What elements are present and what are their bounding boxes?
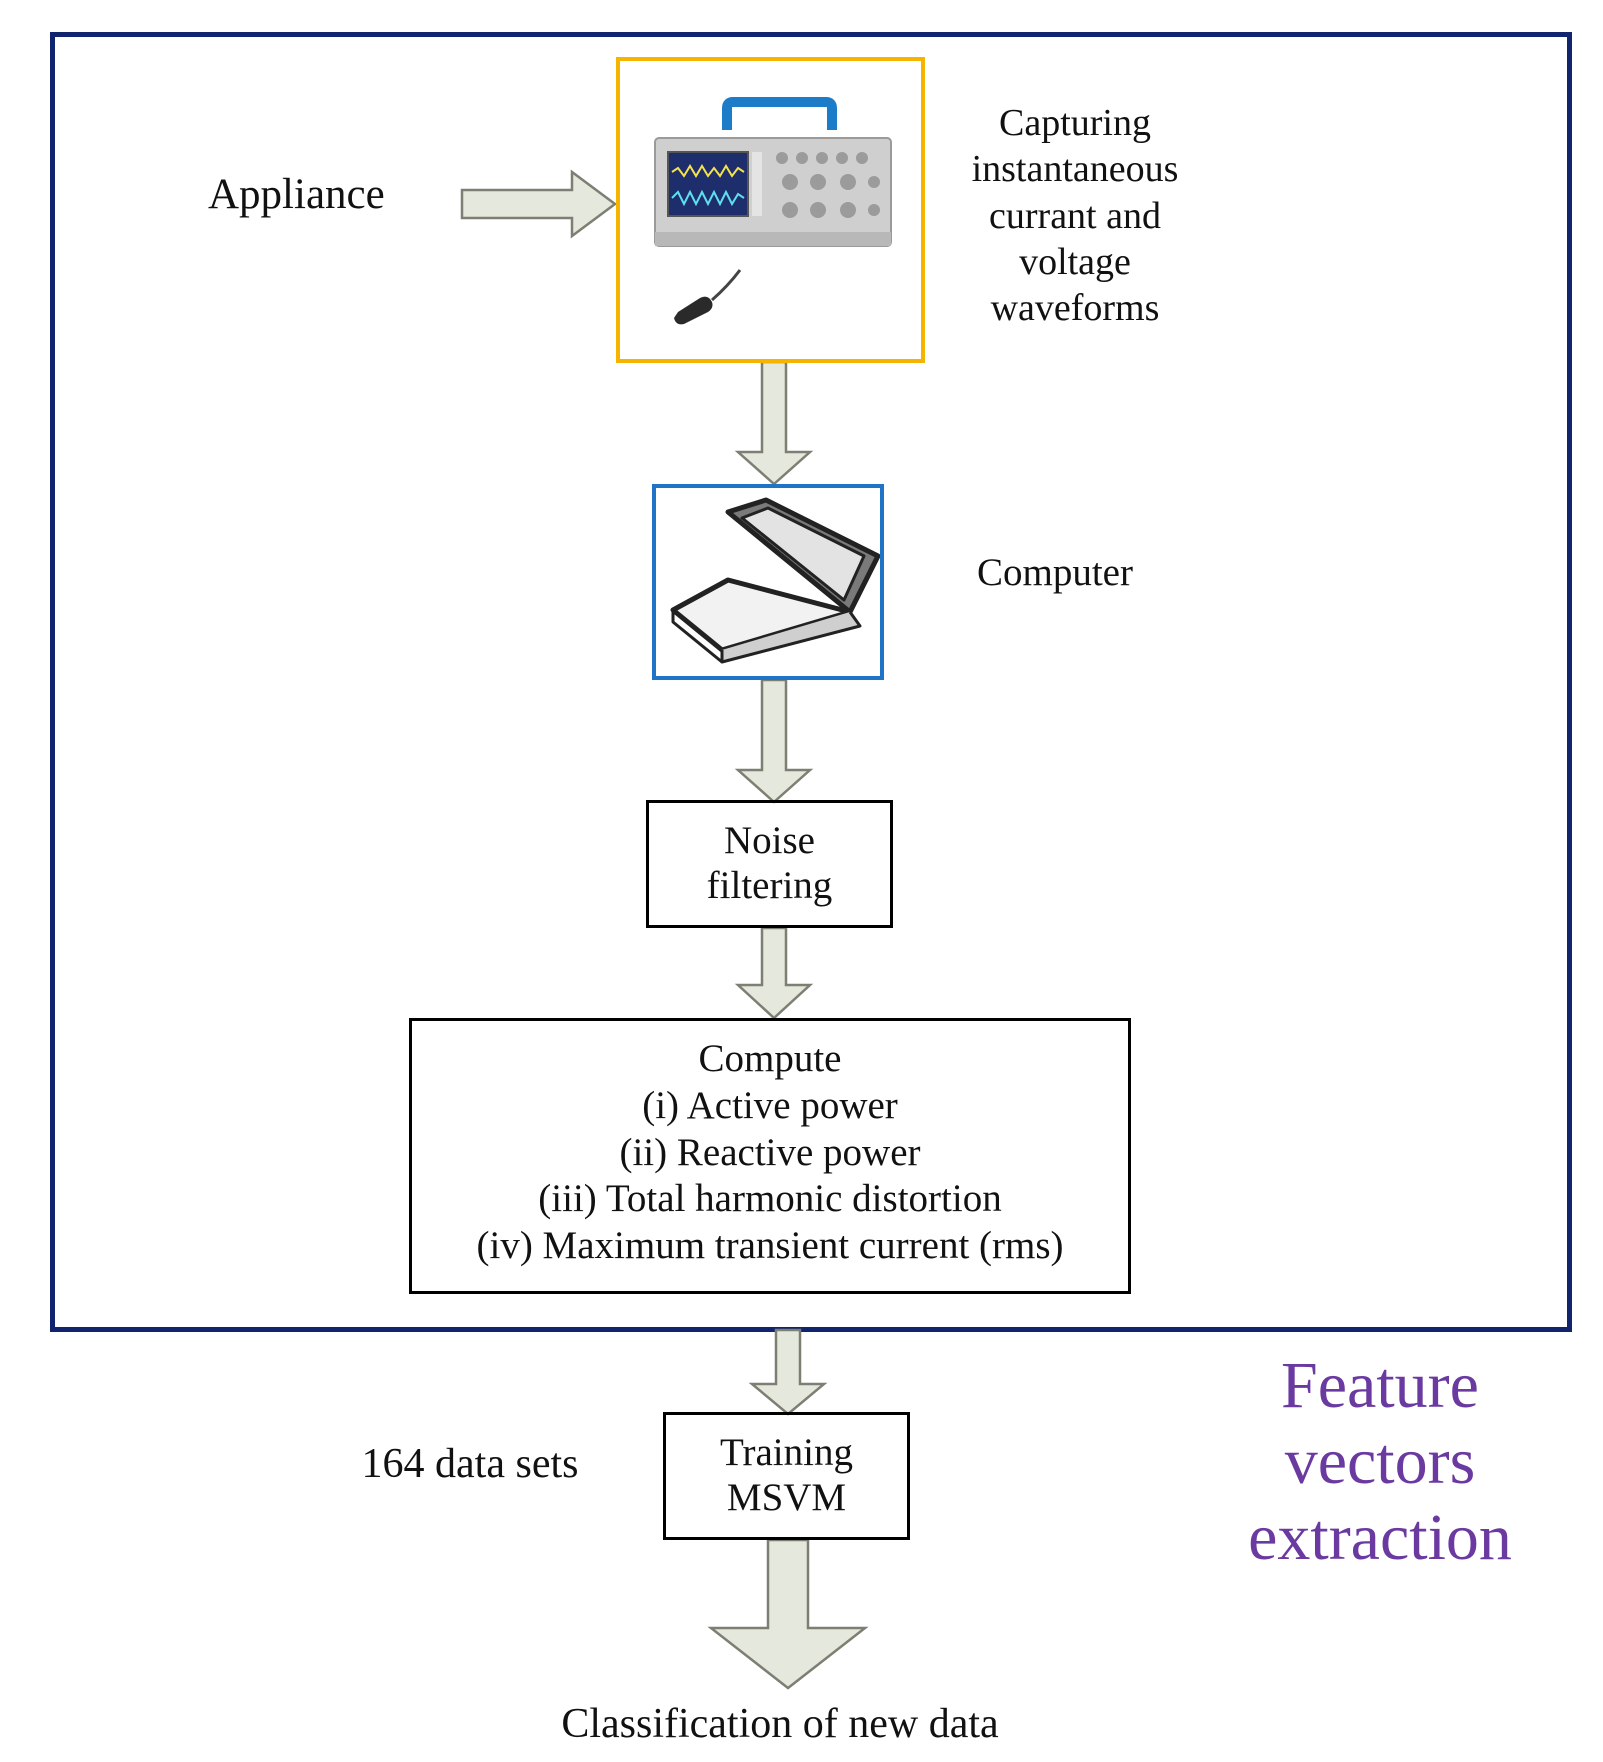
feature-extraction-frame xyxy=(50,32,1572,1332)
noise-filtering-label: Noise filtering xyxy=(706,819,833,908)
classification-label: Classification of new data xyxy=(561,1701,999,1747)
compute-item: (iv) Maximum transient current (rms) xyxy=(476,1224,1064,1268)
oscilloscope-icon xyxy=(654,97,892,325)
feature-extraction-label: Feature vectors extraction xyxy=(1248,1349,1512,1574)
computer-label: Computer xyxy=(977,551,1133,594)
datasets-label: 164 data sets xyxy=(361,1441,579,1487)
oscilloscope-box xyxy=(616,57,925,363)
arrow-training-to-classification xyxy=(707,1538,869,1690)
laptop-icon xyxy=(670,497,881,664)
computer-box xyxy=(652,484,884,680)
noise-filtering-box xyxy=(646,800,893,928)
appliance-label: Appliance xyxy=(208,171,385,218)
arrow-noise-to-compute xyxy=(734,926,814,1020)
arrow-compute-to-training xyxy=(748,1328,828,1416)
compute-list: Compute (i) Active power (ii) Reactive p… xyxy=(409,1036,1131,1270)
training-msvm-label: Training MSVM xyxy=(720,1431,853,1520)
compute-box xyxy=(409,1018,1131,1294)
capturing-label: Capturing instantaneous currant and volt… xyxy=(971,102,1179,330)
arrow-computer-to-noise xyxy=(734,678,814,804)
compute-item: (i) Active power xyxy=(642,1083,898,1127)
arrow-scope-to-computer xyxy=(734,360,814,486)
compute-heading: Compute xyxy=(698,1037,842,1080)
compute-item: (ii) Reactive power xyxy=(619,1130,921,1174)
compute-item: (iii) Total harmonic distortion xyxy=(538,1177,1002,1221)
arrow-appliance-to-scope xyxy=(460,169,618,239)
training-msvm-box xyxy=(663,1412,910,1540)
